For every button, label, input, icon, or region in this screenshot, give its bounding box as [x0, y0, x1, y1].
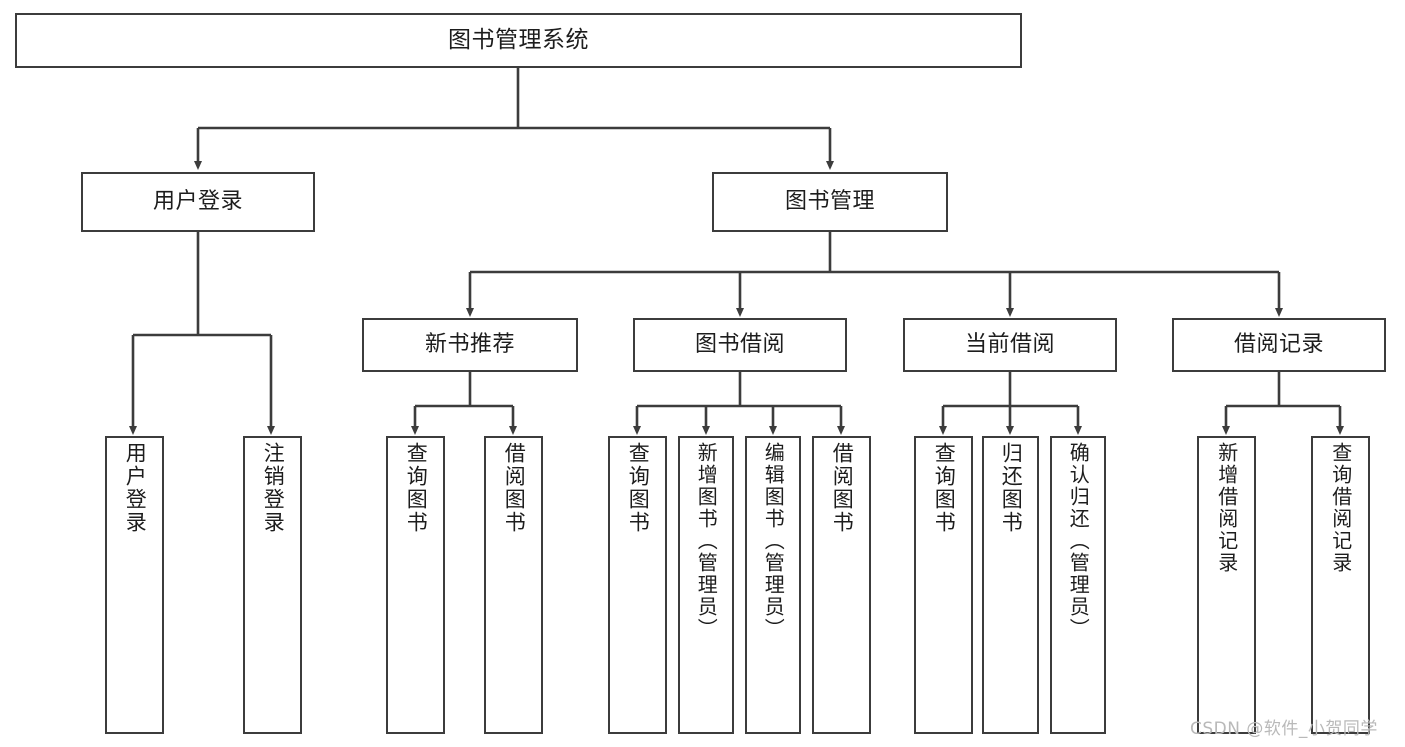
node-leaf-query-book-2[interactable]: 查询图书 — [608, 436, 667, 734]
node-label: 查询图书 — [932, 442, 957, 534]
node-label: 编辑图书（管理员） — [761, 442, 786, 640]
node-borrow-record[interactable]: 借阅记录 — [1172, 318, 1386, 372]
node-leaf-borrow-book-2[interactable]: 借阅图书 — [812, 436, 871, 734]
node-label: 图书管理系统 — [448, 26, 589, 53]
node-leaf-confirm-return[interactable]: 确认归还（管理员） — [1050, 436, 1106, 734]
node-label: 查询借阅记录 — [1328, 442, 1353, 574]
node-label: 归还图书 — [999, 442, 1024, 534]
node-label: 用户登录 — [123, 442, 148, 534]
node-leaf-query-record[interactable]: 查询借阅记录 — [1311, 436, 1370, 734]
node-leaf-add-book[interactable]: 新增图书（管理员） — [678, 436, 734, 734]
node-label: 查询图书 — [404, 442, 429, 534]
csdn-watermark: CSDN @软件_小贺同学 — [1190, 719, 1378, 739]
node-label: 用户登录 — [152, 189, 243, 215]
node-user-login[interactable]: 用户登录 — [81, 172, 315, 232]
node-label: 查询图书 — [626, 442, 651, 534]
node-label: 新增借阅记录 — [1214, 442, 1239, 574]
node-label: 新书推荐 — [424, 332, 515, 358]
node-leaf-user-logout[interactable]: 注销登录 — [243, 436, 302, 734]
node-leaf-borrow-book-1[interactable]: 借阅图书 — [484, 436, 543, 734]
node-leaf-add-record[interactable]: 新增借阅记录 — [1197, 436, 1256, 734]
node-root-system[interactable]: 图书管理系统 — [15, 13, 1022, 68]
node-label: 借阅图书 — [502, 442, 527, 534]
node-leaf-query-book-1[interactable]: 查询图书 — [386, 436, 445, 734]
node-book-management[interactable]: 图书管理 — [712, 172, 948, 232]
node-leaf-query-book-3[interactable]: 查询图书 — [914, 436, 973, 734]
node-label: 借阅记录 — [1233, 332, 1324, 358]
node-new-book-recommend[interactable]: 新书推荐 — [362, 318, 578, 372]
node-label: 当前借阅 — [964, 332, 1055, 358]
node-label: 确认归还（管理员） — [1066, 442, 1091, 640]
node-label: 图书管理 — [784, 189, 875, 215]
node-current-borrow[interactable]: 当前借阅 — [903, 318, 1117, 372]
node-label: 新增图书（管理员） — [694, 442, 719, 640]
node-label: 图书借阅 — [694, 332, 785, 358]
node-leaf-user-login[interactable]: 用户登录 — [105, 436, 164, 734]
node-leaf-return-book[interactable]: 归还图书 — [982, 436, 1039, 734]
node-leaf-edit-book[interactable]: 编辑图书（管理员） — [745, 436, 801, 734]
node-label: 注销登录 — [261, 442, 286, 534]
node-label: 借阅图书 — [830, 442, 855, 534]
node-book-borrow[interactable]: 图书借阅 — [633, 318, 847, 372]
